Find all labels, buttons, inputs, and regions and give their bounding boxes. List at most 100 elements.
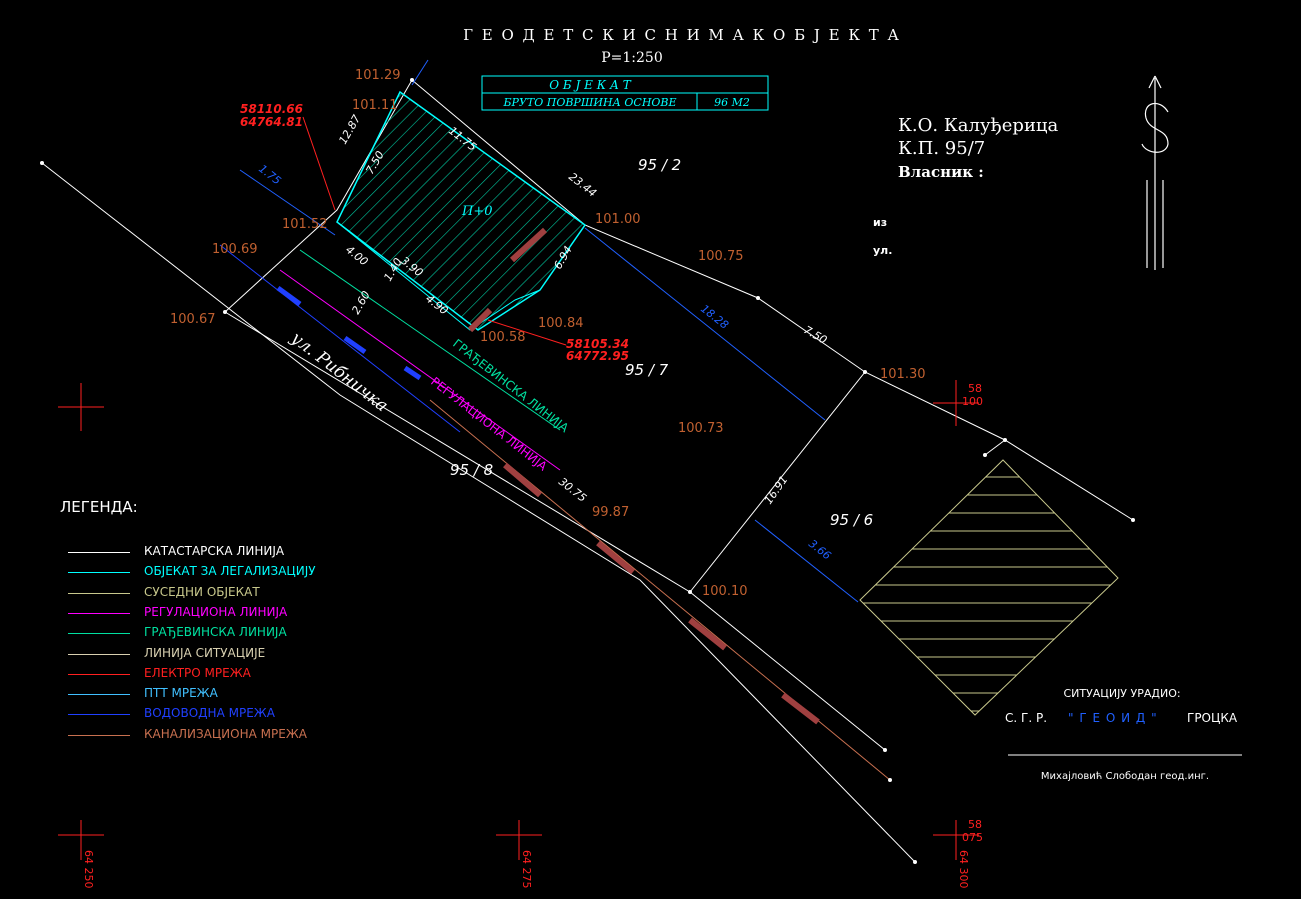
svg-text:100.73: 100.73 [678,421,724,436]
legend-item: ЕЛЕКТРО МРЕЖА [68,666,358,682]
building-line [299,249,561,431]
svg-text:100.84: 100.84 [538,316,584,331]
svg-text:100.58: 100.58 [480,330,526,345]
legend-item-label: СУСЕДНИ ОБЈЕКАТ [144,584,260,599]
svg-text:100.67: 100.67 [170,312,216,327]
legend-item-label: КАНАЛИЗАЦИОНА МРЕЖА [144,726,307,741]
svg-text:2.60: 2.60 [349,289,373,317]
svg-text:64 250: 64 250 [82,850,95,889]
svg-text:99.87: 99.87 [592,505,629,520]
building-floors-label: П+0 [461,204,493,219]
svg-text:16.91: 16.91 [762,473,791,506]
legend: ЛЕГЕНДА: КАТАСТАРСКА ЛИНИЈА ОБЈЕКАТ ЗА ЛЕ… [60,498,360,748]
svg-text:100.69: 100.69 [212,242,258,257]
legend-swatch [68,694,130,696]
svg-text:101.00: 101.00 [595,212,641,227]
legend-swatch [68,572,130,574]
object-info-box: О Б Ј Е К А Т БРУТО ПОВРШИНА ОСНОВЕ 96 M… [481,75,769,111]
object-area-label: БРУТО ПОВРШИНА ОСНОВЕ [502,96,676,109]
legend-swatch [68,714,130,716]
legend-item: ПТТ МРЕЖА [68,686,358,702]
legend-item-label: ГРАЂЕВИНСКА ЛИНИЈА [144,625,287,640]
engineer-name: Михајловић Слободан геод.инг. [1041,770,1209,782]
coordinate-labels: 58110.66 64764.81 58105.34 64772.95 [240,102,629,363]
legend-title: ЛЕГЕНДА: [60,498,138,516]
firm-prefix: С. Г. Р. [1005,711,1047,725]
svg-text:12.87: 12.87 [336,113,363,147]
coord-leader-2 [487,319,567,346]
drawing-scale: P=1:250 [601,50,663,66]
firm-name: " Г Е О И Д " [1068,711,1158,725]
legend-item-label: ОБЈЕКАТ ЗА ЛЕГАЛИЗАЦИЈУ [144,564,316,579]
legend-item-label: ВОДОВОДНА МРЕЖА [144,706,275,721]
svg-text:075: 075 [962,831,983,844]
cadastral-parcel: К.П. 95/7 [898,138,985,159]
coord-leader-1 [302,116,336,211]
legend-item: РЕГУЛАЦИОНА ЛИНИЈА [68,605,358,621]
svg-text:4.00: 4.00 [343,243,370,268]
svg-text:7.50: 7.50 [802,323,830,347]
svg-text:23.44: 23.44 [566,170,599,200]
svg-text:64764.81: 64764.81 [240,115,303,129]
parcel-numbers: 95 / 2 95 / 7 95 / 8 95 / 6 [450,156,873,529]
svg-text:30.75: 30.75 [556,475,589,505]
grid-labels: 58 100 58 075 64 250 64 275 64 300 [82,382,983,889]
svg-text:101.30: 101.30 [880,367,926,382]
legend-item: КАТАСТАРСКА ЛИНИЈА [68,544,358,560]
legend-item: ГРАЂЕВИНСКА ЛИНИЈА [68,625,358,641]
legend-swatch [68,673,130,675]
svg-text:101.52: 101.52 [282,217,328,232]
legend-item-label: ЛИНИЈА СИТУАЦИЈЕ [144,645,266,660]
regulation-line-label: РЕГУЛАЦИОНА ЛИНИЈА [428,374,550,474]
svg-text:58110.66: 58110.66 [240,102,303,116]
legend-item: КАНАЛИЗАЦИОНА МРЕЖА [68,727,358,743]
svg-text:95 / 8: 95 / 8 [450,461,493,479]
object-area-value: 96 M2 [714,96,750,109]
svg-text:18.28: 18.28 [698,302,731,332]
owner-from-label: из [873,216,887,229]
owner-street-label: ул. [873,244,892,257]
svg-text:64 300: 64 300 [957,850,970,889]
svg-text:101.29: 101.29 [355,68,401,83]
north-arrow-icon [1141,75,1169,270]
legend-swatch [68,592,130,594]
svg-text:95 / 2: 95 / 2 [638,156,681,174]
legend-item: СУСЕДНИ ОБЈЕКАТ [68,585,358,601]
water-line [219,244,461,433]
svg-text:95 / 6: 95 / 6 [830,511,873,529]
dimension-lines [239,59,859,603]
neighbor-object [859,459,1119,716]
svg-text:58: 58 [968,382,982,395]
made-by-label: СИТУАЦИЈУ УРАДИО: [1063,687,1180,700]
svg-text:58: 58 [968,818,982,831]
cadastral-municipality: К.О. Калуђерица [898,115,1059,136]
firm-suffix: ГРОЦКА [1187,711,1238,725]
grid-crosses [58,380,979,860]
svg-text:100: 100 [962,395,983,408]
water-network [276,285,422,381]
legend-item-label: КАТАСТАРСКА ЛИНИЈА [144,544,285,558]
owner-label: Власник : [898,163,984,181]
legend-swatch [68,653,130,655]
svg-text:100.10: 100.10 [702,584,748,599]
legend-item: ЛИНИЈА СИТУАЦИЈЕ [68,646,358,662]
building-line-label: ГРАЂЕВИНСКА ЛИНИЈА [450,336,572,435]
spot-heights: 101.29 101.11 101.52 100.69 100.67 101.0… [170,68,926,599]
regulation-line [279,269,561,471]
svg-text:95 / 7: 95 / 7 [625,361,669,379]
legend-swatch [68,612,130,614]
legend-swatch [68,633,130,635]
svg-text:101.11: 101.11 [352,98,398,113]
legend-item: ОБЈЕКАТ ЗА ЛЕГАЛИЗАЦИЈУ [68,564,358,580]
legend-swatch [68,734,130,736]
legalization-object: П+0 [336,90,587,331]
street-label: ул. Рибничка [286,328,392,417]
legend-item-label: ПТТ МРЕЖА [144,686,218,701]
legend-item: ВОДОВОДНА МРЕЖА [68,706,358,722]
svg-text:64 275: 64 275 [520,850,533,889]
survey-points [40,78,1135,864]
drawing-title: Г Е О Д Е Т С К И С Н И М А К О Б Ј Е К … [463,26,901,44]
object-header: О Б Ј Е К А Т [549,78,631,92]
legend-swatch [68,552,130,553]
svg-text:64772.95: 64772.95 [566,349,629,363]
